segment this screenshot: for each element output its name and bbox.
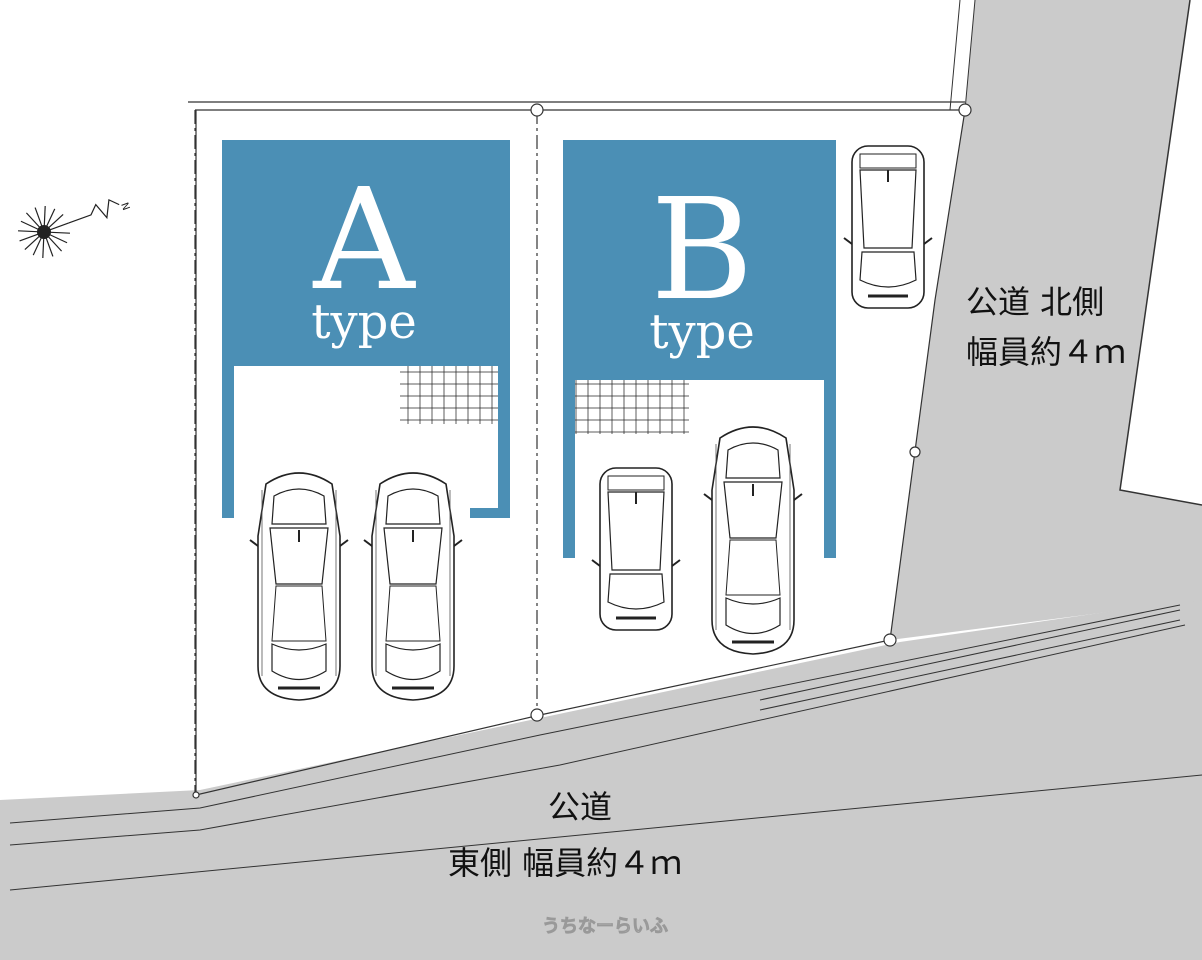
lot-a: A type xyxy=(222,140,510,518)
compass-label: N xyxy=(118,201,131,212)
car-icon xyxy=(702,425,804,656)
car-icon xyxy=(248,471,350,702)
car-icon xyxy=(842,144,934,310)
watermark: うちなーらいふ xyxy=(542,916,668,937)
east-road-label-1: 公道 xyxy=(548,788,612,826)
east-road xyxy=(0,598,1202,960)
east-road-label-2: 東側 幅員約４ｍ xyxy=(448,844,682,882)
north-road-label-2: 幅員約４ｍ xyxy=(966,333,1126,371)
lot-b-letter: B xyxy=(651,169,754,332)
road-lines xyxy=(9,0,1202,891)
north-road-label-1: 公道 北側 xyxy=(966,283,1104,321)
compass-icon: N xyxy=(17,198,131,259)
lot-b-word: type xyxy=(649,304,755,360)
car-icon xyxy=(590,466,682,632)
lot-a-word: type xyxy=(311,294,417,350)
lot-b: B type xyxy=(563,140,836,558)
lot-a-letter: A xyxy=(312,159,416,322)
car-icon xyxy=(362,471,464,702)
